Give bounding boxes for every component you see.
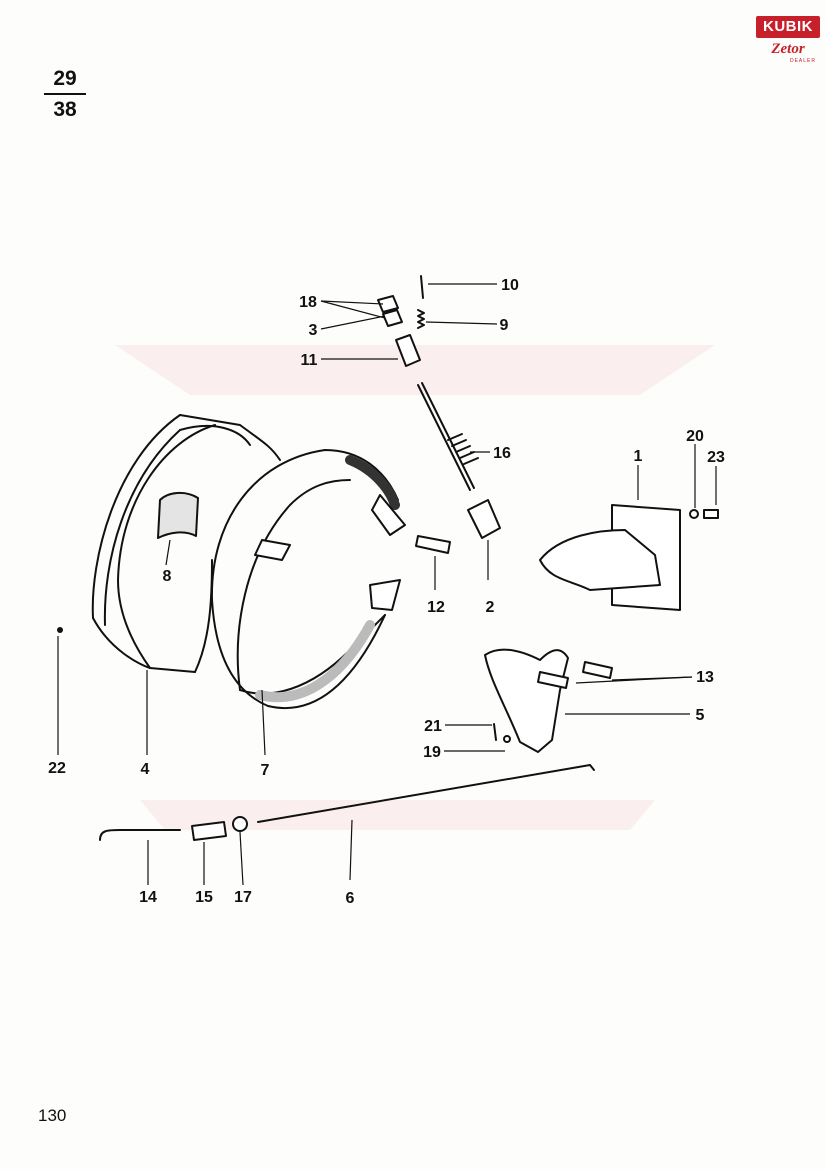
coupling-nut-part-15 (191, 821, 227, 841)
callout-22: 22 (48, 760, 66, 777)
callout-15: 15 (195, 889, 213, 906)
callout-10: 10 (501, 277, 519, 294)
clevis-part-2 (467, 499, 501, 539)
pins-part-13 (537, 661, 613, 689)
page-reference-bottom: 38 (53, 98, 77, 121)
callout-6: 6 (346, 890, 355, 907)
nuts-part-18-and-3 (377, 295, 403, 327)
callout-13: 13 (696, 669, 714, 686)
split-pin-part-10 (420, 275, 424, 299)
page-reference-rule (44, 93, 86, 95)
logo-subtitle: DEALER (789, 58, 816, 64)
screw-part-22 (57, 627, 63, 633)
callout-11: 11 (301, 352, 318, 369)
lever-plate-part-5 (484, 648, 569, 753)
page-number: 130 (38, 1106, 67, 1125)
callout-19: 19 (423, 744, 441, 761)
adjusting-rod-part-16 (417, 382, 479, 491)
callout-16: 16 (493, 445, 511, 462)
callout-9: 9 (500, 317, 509, 334)
callout-5: 5 (696, 707, 705, 724)
page-reference-top: 29 (53, 67, 77, 90)
callout-21: 21 (424, 718, 442, 735)
bracket-part-1 (539, 504, 681, 611)
logo-product: Zetor (771, 41, 805, 57)
friction-pad-part-8 (157, 492, 199, 539)
callout-18: 18 (299, 294, 317, 311)
logo-brand: KUBIK (756, 16, 820, 38)
pin-washer-part-21-19 (493, 723, 511, 743)
callout-12: 12 (427, 599, 445, 616)
nut-part-17 (232, 816, 248, 832)
callout-7: 7 (261, 762, 270, 779)
callout-2: 2 (486, 599, 495, 616)
watermark (115, 345, 715, 830)
callout-17: 17 (234, 889, 252, 906)
callout-4: 4 (141, 761, 150, 778)
hook-rod-part-14 (99, 829, 181, 841)
kubik-zetor-logo: KUBIK Zetor DEALER (756, 16, 820, 74)
callout-20: 20 (686, 428, 704, 445)
callout-1: 1 (634, 448, 643, 465)
pull-rod-part-6 (257, 764, 595, 823)
pin-part-12 (415, 535, 451, 554)
drum-ring-part-4 (91, 414, 281, 673)
leader-lines (57, 283, 717, 886)
callout-14: 14 (139, 889, 157, 906)
washer-bolt-part-20-23 (689, 509, 719, 519)
callout-8: 8 (163, 568, 172, 585)
spring-part-9 (417, 309, 425, 329)
page-reference: 29 38 (44, 66, 86, 122)
brake-band-part-7 (210, 449, 406, 710)
callout-23: 23 (707, 449, 725, 466)
callout-3: 3 (309, 322, 318, 339)
pin-part-11 (395, 334, 421, 367)
